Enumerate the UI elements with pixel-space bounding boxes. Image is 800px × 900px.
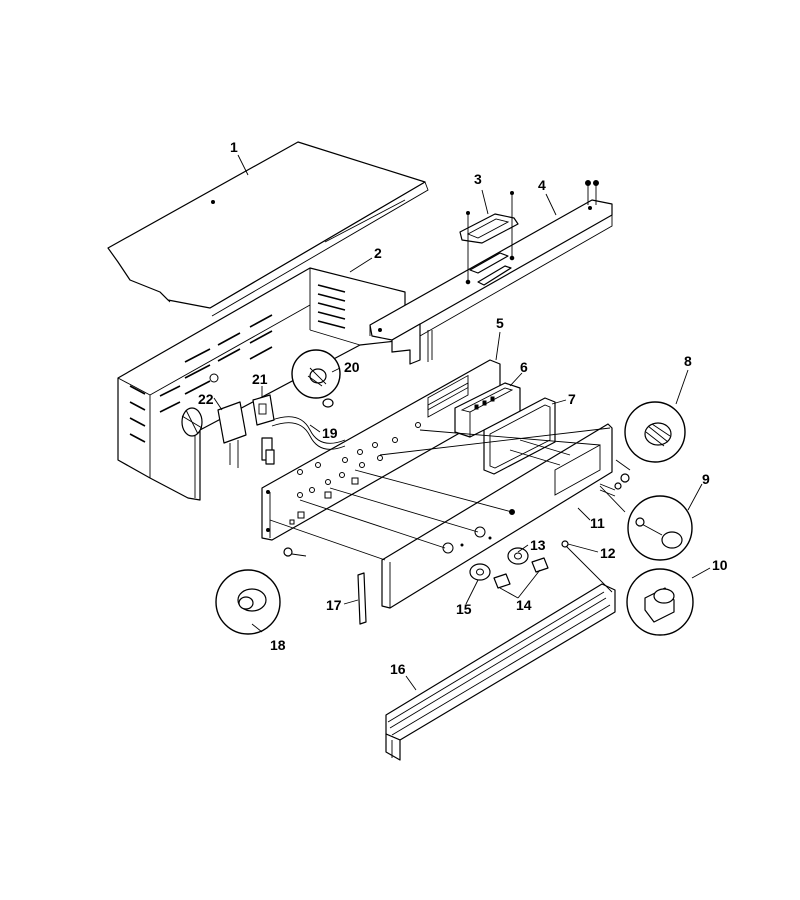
callout-3: 3 — [474, 171, 482, 187]
callout-labels: 1 2 3 4 5 6 7 8 9 10 11 12 13 14 15 16 1… — [198, 139, 728, 677]
callout-1: 1 — [230, 139, 238, 155]
callout-8: 8 — [684, 353, 692, 369]
zoom-20 — [291, 349, 341, 399]
zoom-8 — [624, 401, 686, 463]
part-front-panel — [381, 423, 613, 609]
zoom-10 — [626, 568, 694, 636]
callout-2: 2 — [374, 245, 382, 261]
part-control-plate — [261, 359, 501, 541]
callout-5: 5 — [496, 315, 504, 331]
part-timer-motor — [181, 401, 247, 468]
callout-13: 13 — [530, 537, 546, 553]
callout-leaders — [213, 154, 711, 691]
callout-4: 4 — [538, 177, 546, 193]
part-rear-chassis — [117, 267, 406, 501]
callout-6: 6 — [520, 359, 528, 375]
part-relay — [322, 398, 334, 408]
callout-10: 10 — [712, 557, 728, 573]
part-clip — [561, 540, 569, 548]
callout-20: 20 — [344, 359, 360, 375]
part-extrusion — [385, 583, 616, 761]
part-gasket — [483, 397, 556, 475]
callout-16: 16 — [390, 661, 406, 677]
callout-18: 18 — [270, 637, 286, 653]
callout-22: 22 — [198, 391, 214, 407]
callout-14: 14 — [516, 597, 532, 613]
zoom-18 — [215, 569, 281, 635]
part-switch — [252, 394, 275, 426]
zoom-9 — [627, 495, 693, 561]
part-top-cover — [107, 141, 429, 317]
part-knobs — [469, 547, 549, 589]
callout-9: 9 — [702, 471, 710, 487]
assembly-lines — [269, 427, 631, 593]
callout-17: 17 — [326, 597, 342, 613]
small-screws — [283, 473, 630, 557]
callout-12: 12 — [600, 545, 616, 561]
part-harness — [261, 416, 346, 465]
callout-15: 15 — [456, 601, 472, 617]
callout-11: 11 — [590, 515, 605, 531]
callout-21: 21 — [252, 371, 268, 387]
callout-19: 19 — [322, 425, 338, 441]
part-bezel — [459, 191, 519, 280]
part-trim-strip — [357, 572, 367, 625]
callout-7: 7 — [568, 391, 576, 407]
part-trim-rail — [369, 180, 613, 365]
